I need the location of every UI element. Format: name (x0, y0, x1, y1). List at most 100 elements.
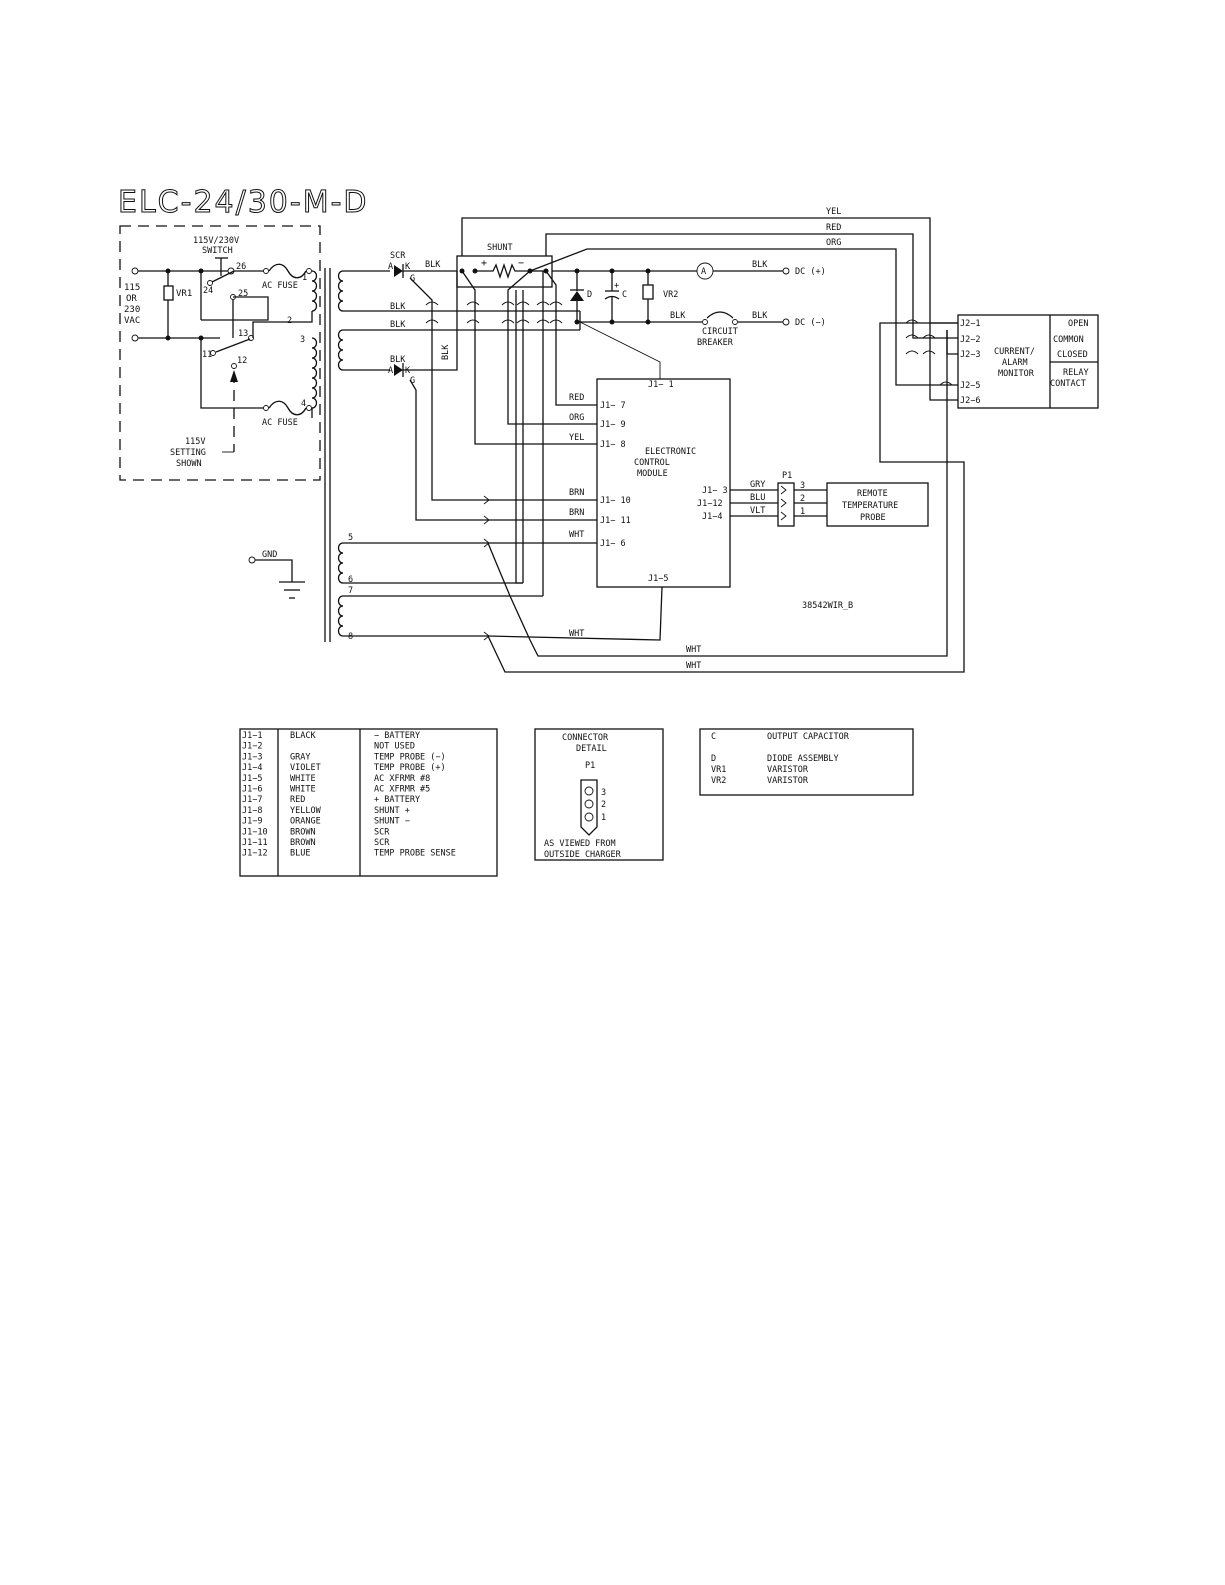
anode-label: A (388, 262, 393, 272)
relay-label: CONTACT (1050, 379, 1086, 389)
terminal-label: 4 (301, 399, 306, 409)
cathode-label: K (405, 262, 411, 272)
shunt-minus: − (518, 258, 524, 269)
dc-output-bus: A BLK DC (+) D + C VR2 BLK CIRCUIT BR (552, 260, 826, 379)
wire-label-blk: BLK (441, 344, 451, 360)
wire-label-vlt: VLT (750, 506, 765, 516)
input-voltage-label: VAC (124, 316, 140, 326)
probe-pin: 3 (800, 481, 805, 491)
ecm-label: MODULE (637, 469, 668, 479)
input-voltage-label: OR (126, 294, 137, 304)
gate-label: G (410, 376, 415, 386)
pin-table-color: BROWN (290, 838, 316, 848)
capacitor-plus: + (614, 281, 619, 291)
pin-table-function: AC XFRMR #5 (374, 785, 430, 795)
vr2-label: VR2 (663, 290, 678, 300)
ecm-pin-label: J1−12 (697, 499, 723, 509)
component-ref: C (711, 732, 716, 742)
pin-table-function: + BATTERY (374, 795, 420, 805)
wire-label-org: ORG (826, 238, 841, 248)
wire-label-org: ORG (569, 413, 584, 423)
ammeter-label: A (701, 267, 706, 277)
pin-table-pin: J1−9 (242, 817, 262, 827)
monitor-label: MONITOR (998, 369, 1035, 379)
pin-table-color: BROWN (290, 827, 316, 837)
fuse-label: AC FUSE (262, 281, 298, 291)
pin-table-function: SCR (374, 838, 390, 848)
vr1-varistor (163, 285, 174, 301)
wire-label-gry: GRY (750, 480, 765, 490)
scr-top: SCR A K G BLK (388, 251, 457, 284)
connector-pin: 3 (601, 788, 606, 798)
probe-label: TEMPERATURE (842, 501, 898, 511)
ground: GND (248, 550, 305, 599)
pin-table-color: YELLOW (290, 806, 322, 816)
scr-bottom: BLK A K G BLK (388, 271, 458, 386)
wire-label-yel: YEL (569, 433, 584, 443)
wire-label-wht: WHT (686, 661, 701, 671)
fuse-label: AC FUSE (262, 418, 298, 428)
input-enclosure (119, 225, 321, 481)
connector-note: AS VIEWED FROM (544, 839, 616, 849)
component-ref: VR2 (711, 776, 726, 786)
breaker-label: BREAKER (697, 338, 734, 348)
component-ref: VR1 (711, 765, 726, 775)
pin-table-pin: J1−7 (242, 795, 262, 805)
input-voltage-label: 230 (124, 305, 140, 315)
wire-label-blk: BLK (390, 320, 406, 330)
monitor-label: ALARM (1002, 358, 1028, 368)
scr-icon (394, 364, 403, 376)
relay-common-label: COMMON (1053, 335, 1084, 345)
setting-arrow-icon (230, 370, 238, 382)
vr2-varistor (642, 284, 654, 300)
pin-table-color: RED (290, 795, 305, 805)
diode-icon (570, 291, 584, 301)
pin-table-function: TEMP PROBE SENSE (374, 849, 456, 859)
ecm-box (596, 378, 731, 588)
wire-label-brn: BRN (569, 508, 584, 518)
ecm-pin-label: J1− 3 (702, 486, 728, 496)
input-voltage-label: 115 (124, 283, 140, 293)
wire-label-red: RED (826, 223, 841, 233)
ac-input-section: 115 OR 230 VAC VR1 115V/230V SWITCH 26 2… (119, 225, 321, 481)
wire-label-blk: BLK (752, 311, 768, 321)
secondary-winding (337, 329, 344, 371)
probe-pin: 1 (800, 507, 805, 517)
monitor-pin-label: J2−3 (960, 350, 980, 360)
temperature-probe: GRY BLU VLT P1 3 2 1 REMOTE TEMPERATURE … (730, 471, 929, 527)
tap-label: 6 (348, 575, 353, 585)
pin-table-pin: J1−6 (242, 785, 262, 795)
monitor-pin-label: J2−6 (960, 396, 980, 406)
pin-table-function: AC XFRMR #8 (374, 774, 430, 784)
terminal-label: 24 (203, 286, 213, 296)
connector-note: OUTSIDE CHARGER (544, 850, 622, 860)
pin-table-pin: J1−10 (242, 827, 268, 837)
pin-table-function: NOT USED (374, 742, 415, 752)
electronic-control-module: J1− 1 J1− 7 J1− 9 J1− 8 J1− 10 J1− 11 J1… (596, 378, 731, 588)
scr-icon (394, 265, 403, 277)
ecm-pin-label: J1− 10 (600, 496, 631, 506)
ecm-pin-label: J1− 8 (600, 440, 626, 450)
transformer: 5 6 7 8 (324, 268, 580, 642)
ac-fuse-top (268, 263, 307, 279)
pin-table-frame (239, 728, 498, 877)
probe-label: REMOTE (857, 489, 888, 499)
primary-winding (311, 270, 318, 312)
vr1-label: VR1 (176, 289, 192, 299)
input-terminal (131, 267, 139, 275)
pin-table-color: BLUE (290, 849, 310, 859)
pin-table-pin: J1−3 (242, 752, 262, 762)
pin-table-color: BLACK (290, 731, 316, 741)
ecm-pin-label: J1− 9 (600, 420, 626, 430)
component-table-frame (699, 728, 914, 796)
ecm-label: ELECTRONIC (645, 447, 696, 457)
ecm-pin-label: J1− 1 (648, 380, 674, 390)
wire-label-blu: BLU (750, 493, 765, 503)
connector-pin: 1 (601, 813, 606, 823)
ecm-pin-label: J1− 7 (600, 401, 626, 411)
component-ref: D (711, 754, 716, 764)
primary-winding (311, 337, 318, 409)
relay-closed-label: CLOSED (1057, 350, 1088, 360)
aux-winding (337, 595, 344, 637)
switch-label: 115V/230V (193, 236, 239, 246)
